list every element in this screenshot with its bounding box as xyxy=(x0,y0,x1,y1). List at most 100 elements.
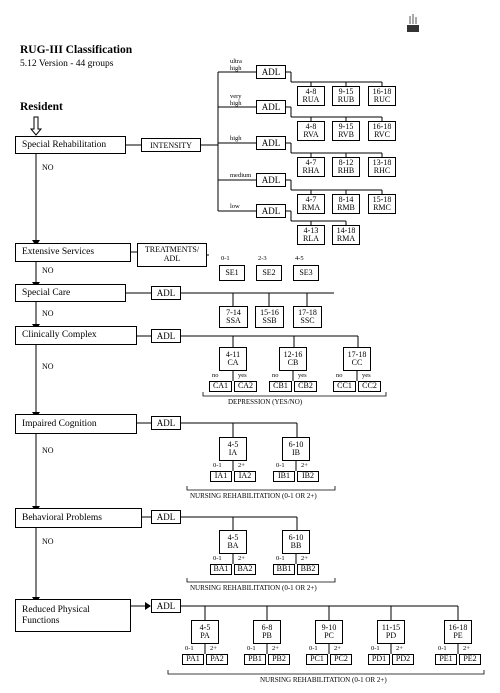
group-text: 6-10 xyxy=(288,532,304,542)
split-label: yes xyxy=(238,372,247,379)
group-text: 7-14 xyxy=(226,307,241,317)
rug-subgroup-box: BA2 xyxy=(234,564,256,575)
split-label: yes xyxy=(298,372,307,379)
rug-subgroup-box: BA1 xyxy=(210,564,232,575)
range-label: 2-3 xyxy=(258,255,267,262)
group-text: BA xyxy=(227,541,239,550)
group-text: PC2 xyxy=(334,654,348,664)
split-label: 2+ xyxy=(301,555,308,562)
group-text: IB2 xyxy=(302,471,314,481)
range-label: 0-1 xyxy=(221,255,230,262)
group-text: PD2 xyxy=(395,654,411,664)
split-label: 0-1 xyxy=(213,462,222,469)
resident-label: Resident xyxy=(20,101,63,113)
adl-box: ADL xyxy=(256,65,286,79)
group-text: SSB xyxy=(262,316,277,325)
group-text: RHB xyxy=(337,166,355,175)
rug-group-box: SE3 xyxy=(293,265,319,281)
group-text: 8-14 xyxy=(338,194,354,204)
treatments-adl-box: TREATMENTS/ ADL xyxy=(137,243,207,267)
split-label: 2+ xyxy=(210,645,217,652)
nursing-rehab-caption: NURSING REHABILITATION (0-1 OR 2+) xyxy=(190,584,317,592)
split-label: 2+ xyxy=(463,645,470,652)
rug-subgroup-box: PE1 xyxy=(435,654,457,665)
group-text: 4-5 xyxy=(199,622,211,632)
group-text: BA2 xyxy=(237,564,253,574)
group-text: PB1 xyxy=(248,654,262,664)
group-text: CC1 xyxy=(337,381,352,391)
no-label: NO xyxy=(42,446,54,455)
split-label: 0-1 xyxy=(213,555,222,562)
split-label: 2+ xyxy=(272,645,279,652)
rug-subgroup-box: IA1 xyxy=(210,471,232,482)
rug-subgroup-box: PB1 xyxy=(244,654,266,665)
split-label: 2+ xyxy=(334,645,341,652)
group-text: CA1 xyxy=(212,381,229,391)
group-text: RUA xyxy=(302,95,320,104)
rehab-level-label: medium xyxy=(230,172,252,179)
group-text: RUB xyxy=(337,95,355,104)
group-text: 16-18 xyxy=(448,622,468,632)
group-text: 4-13 xyxy=(303,225,319,235)
split-label: no xyxy=(272,372,279,379)
adl-box: ADL xyxy=(256,204,286,218)
split-label: 2+ xyxy=(396,645,403,652)
category-extensive-services: Extensive Services xyxy=(15,243,131,262)
group-text: SSC xyxy=(300,316,315,325)
category-special-care: Special Care xyxy=(15,284,126,302)
rug-subgroup-box: IB2 xyxy=(297,471,319,482)
rug-subgroup-box: PD1 xyxy=(368,654,390,665)
adl-box: ADL xyxy=(151,286,181,300)
nursing-rehab-caption: NURSING REHABILITATION (0-1 OR 2+) xyxy=(260,676,387,684)
rug-group-box: SE2 xyxy=(256,265,282,281)
group-text: PE xyxy=(453,631,463,640)
group-text: BB2 xyxy=(300,564,316,574)
adl-box: ADL xyxy=(151,599,181,613)
group-text: 4-8 xyxy=(305,121,317,131)
group-text: CC2 xyxy=(362,381,377,391)
rug-subgroup-box: PA1 xyxy=(182,654,204,665)
group-text: CC xyxy=(351,358,363,367)
split-label: yes xyxy=(362,372,371,379)
rug-subgroup-box: CA1 xyxy=(209,381,232,392)
group-text: PE2 xyxy=(463,654,477,664)
group-text: 4-7 xyxy=(305,194,317,204)
group-text: RHC xyxy=(373,166,391,175)
group-text: 11-15 xyxy=(381,622,401,632)
rug-subgroup-box: CB2 xyxy=(294,381,317,392)
rug-subgroup-box: BB2 xyxy=(297,564,319,575)
rug-subgroup-box: BB1 xyxy=(273,564,295,575)
adl-box: ADL xyxy=(151,329,181,343)
group-text: PC xyxy=(324,631,334,640)
no-label: NO xyxy=(42,163,54,172)
rug-subgroup-box: CC2 xyxy=(358,381,381,392)
group-text: CB xyxy=(287,358,299,367)
group-text: PA xyxy=(200,631,210,640)
group-text: 12-16 xyxy=(283,349,303,359)
group-text: 13-18 xyxy=(372,157,392,167)
rug-subgroup-box: IB1 xyxy=(273,471,295,482)
group-text: PB xyxy=(262,631,272,640)
category-special-rehabilitation: Special Rehabilitation xyxy=(15,136,126,154)
split-label: 0-1 xyxy=(247,645,256,652)
logo-icon xyxy=(407,14,419,32)
group-text: 6-8 xyxy=(261,622,273,632)
group-text: 16-18 xyxy=(372,86,392,96)
group-text: PE1 xyxy=(439,654,453,664)
split-label: 2+ xyxy=(301,462,308,469)
no-label: NO xyxy=(42,266,54,275)
